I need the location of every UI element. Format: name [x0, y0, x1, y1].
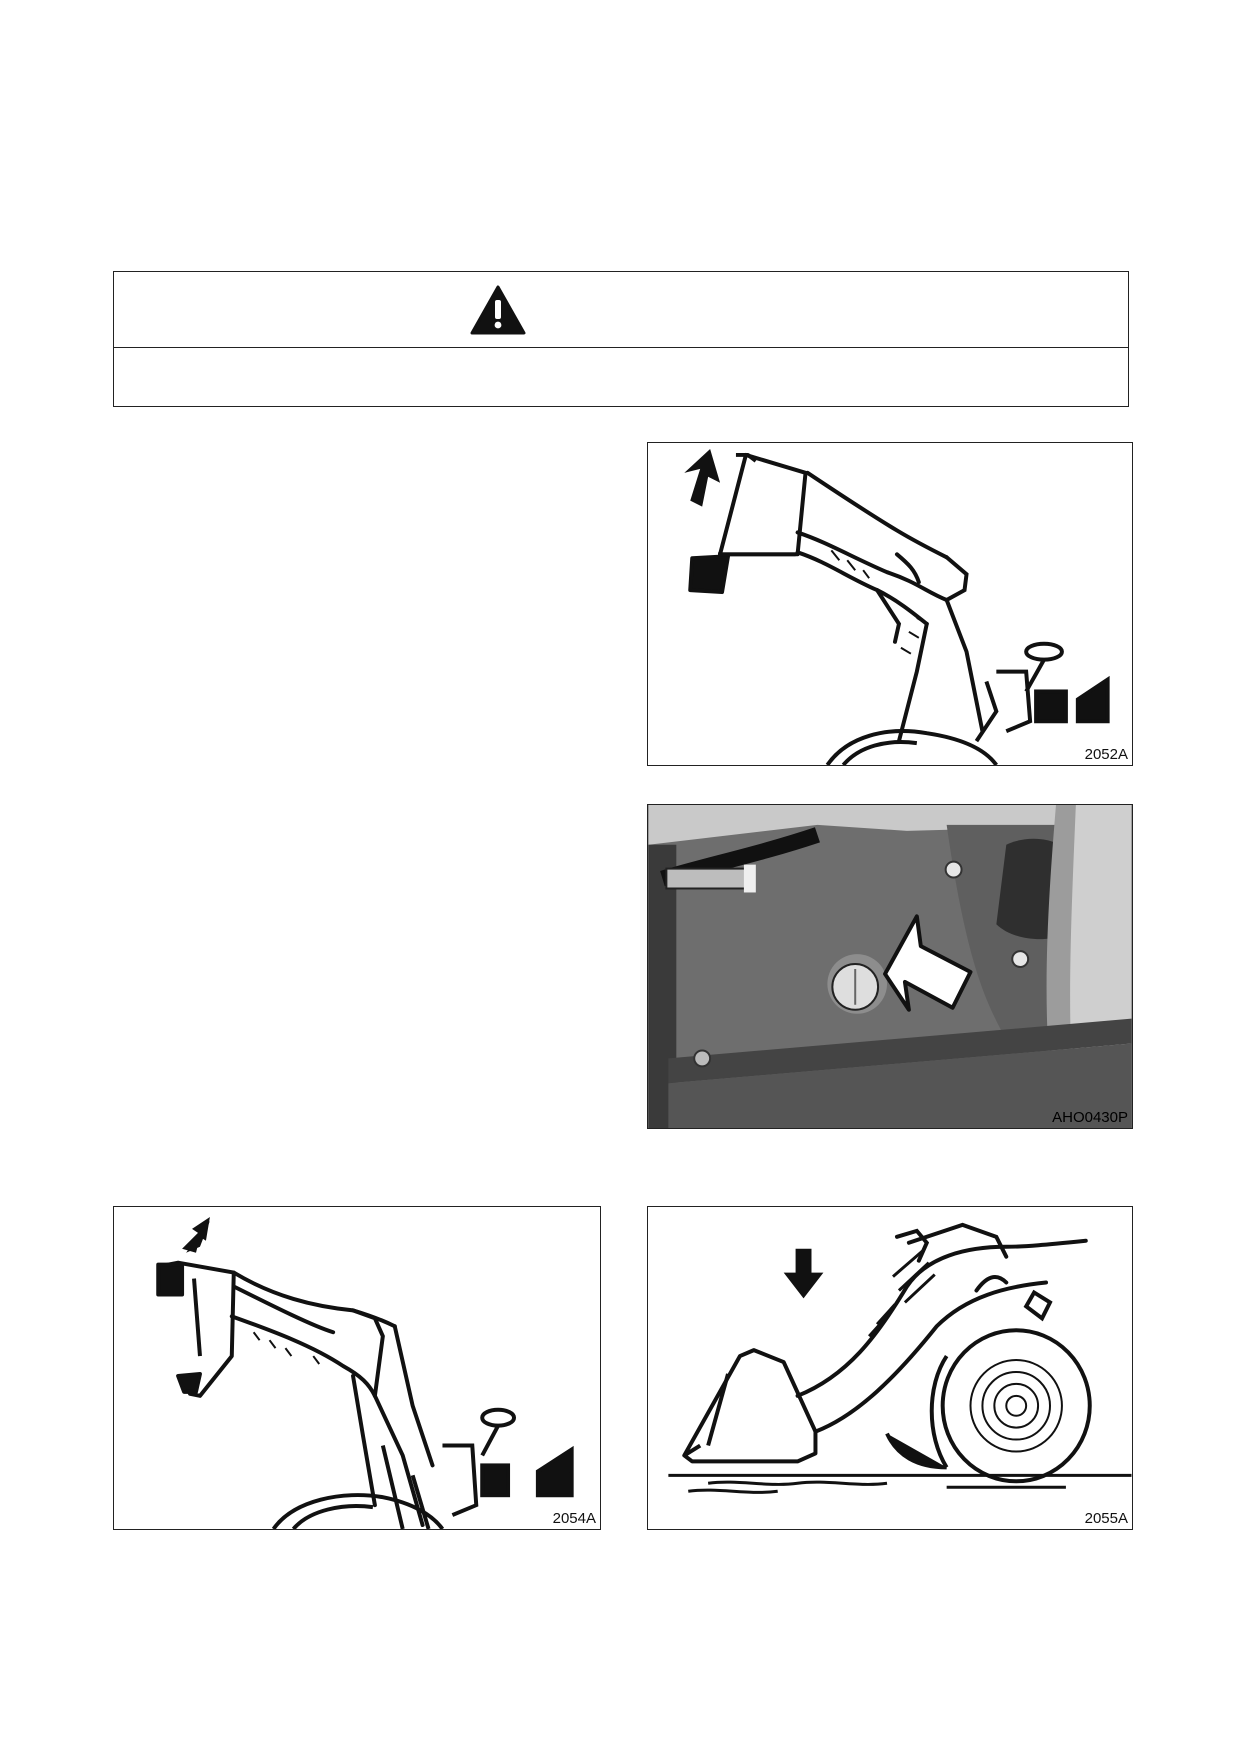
figure-bucket-lowered: 2055A	[647, 1206, 1133, 1530]
warning-header	[114, 272, 1128, 348]
loader-tilt-illustration	[156, 1216, 574, 1529]
drain-plug-photo	[648, 805, 1132, 1128]
figure-drain-plug-photo: AHO0430P	[647, 804, 1133, 1129]
down-arrow-icon	[182, 1216, 210, 1253]
warning-box	[113, 271, 1129, 407]
figure-code: 2055A	[1084, 1510, 1128, 1527]
figure-code: AHO0430P	[1052, 1109, 1128, 1126]
figure-bucket-tilt: 2054A	[113, 1206, 601, 1530]
figure-bucket-raised: 2052A	[647, 442, 1133, 766]
loader-raised-illustration	[684, 448, 1110, 765]
up-arrow-icon	[684, 448, 721, 507]
pointer-arrow-icon	[883, 914, 973, 1012]
figure-code: 2052A	[1084, 746, 1128, 763]
figure-code: 2054A	[552, 1510, 596, 1527]
down-arrow-icon	[783, 1248, 824, 1299]
warning-triangle-icon	[470, 285, 526, 335]
loader-lowered-illustration	[668, 1222, 1132, 1494]
